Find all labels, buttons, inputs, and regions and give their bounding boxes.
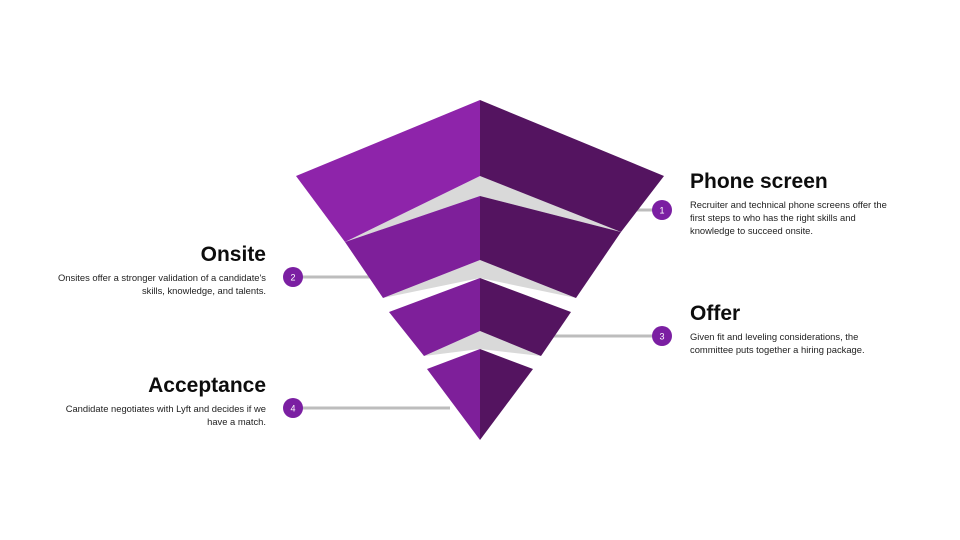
stage-3-title: Offer <box>690 302 741 325</box>
stage-badge-3: 3 <box>652 326 672 346</box>
stage-badge-4: 4 <box>283 398 303 418</box>
funnel-layer-2-right-face <box>480 196 621 298</box>
funnel-layer-3-right-face <box>480 278 571 356</box>
funnel-layer-4-left-face <box>427 349 480 440</box>
stage-1-description: Recruiter and technical phone screens of… <box>690 199 887 236</box>
stage-2-description: Onsites offer a stronger validation of a… <box>58 272 266 296</box>
stage-badge-2: 2 <box>283 267 303 287</box>
funnel-layer-3-left-face <box>389 278 480 356</box>
funnel-layer-2 <box>345 196 621 298</box>
stage-3-text: Offer Given fit and leveling considerati… <box>690 302 900 356</box>
stage-4-description: Candidate negotiates with Lyft and decid… <box>65 403 266 427</box>
stage-badge-4-number: 4 <box>290 404 295 414</box>
funnel-layer-4 <box>427 349 533 440</box>
funnel-layer-1-right-face <box>480 100 664 232</box>
stage-2-text: Onsite Onsites offer a stronger validati… <box>56 243 266 297</box>
stage-4-title: Acceptance <box>148 374 266 397</box>
funnel-layer-1 <box>296 100 664 242</box>
funnel-layer-3-shelf <box>424 331 541 356</box>
stage-1-text: Phone screen Recruiter and technical pho… <box>690 170 900 237</box>
funnel-layer-2-shelf <box>383 260 576 298</box>
stage-badge-1-number: 1 <box>659 206 664 216</box>
stage-badge-3-number: 3 <box>659 332 664 342</box>
funnel-layer-1-left-face <box>296 100 480 242</box>
stage-badge-2-number: 2 <box>290 273 295 283</box>
funnel-layer-3 <box>389 278 571 356</box>
funnel-layer-4-right-face <box>480 349 533 440</box>
funnel-layer-2-left-face <box>345 196 480 298</box>
stage-badge-1: 1 <box>652 200 672 220</box>
stage-2-title: Onsite <box>200 243 266 266</box>
stage-4-text: Acceptance Candidate negotiates with Lyf… <box>56 374 266 428</box>
funnel-layer-1-shelf <box>345 176 621 242</box>
stage-3-description: Given fit and leveling considerations, t… <box>690 331 865 355</box>
stage-1-title: Phone screen <box>690 170 828 193</box>
